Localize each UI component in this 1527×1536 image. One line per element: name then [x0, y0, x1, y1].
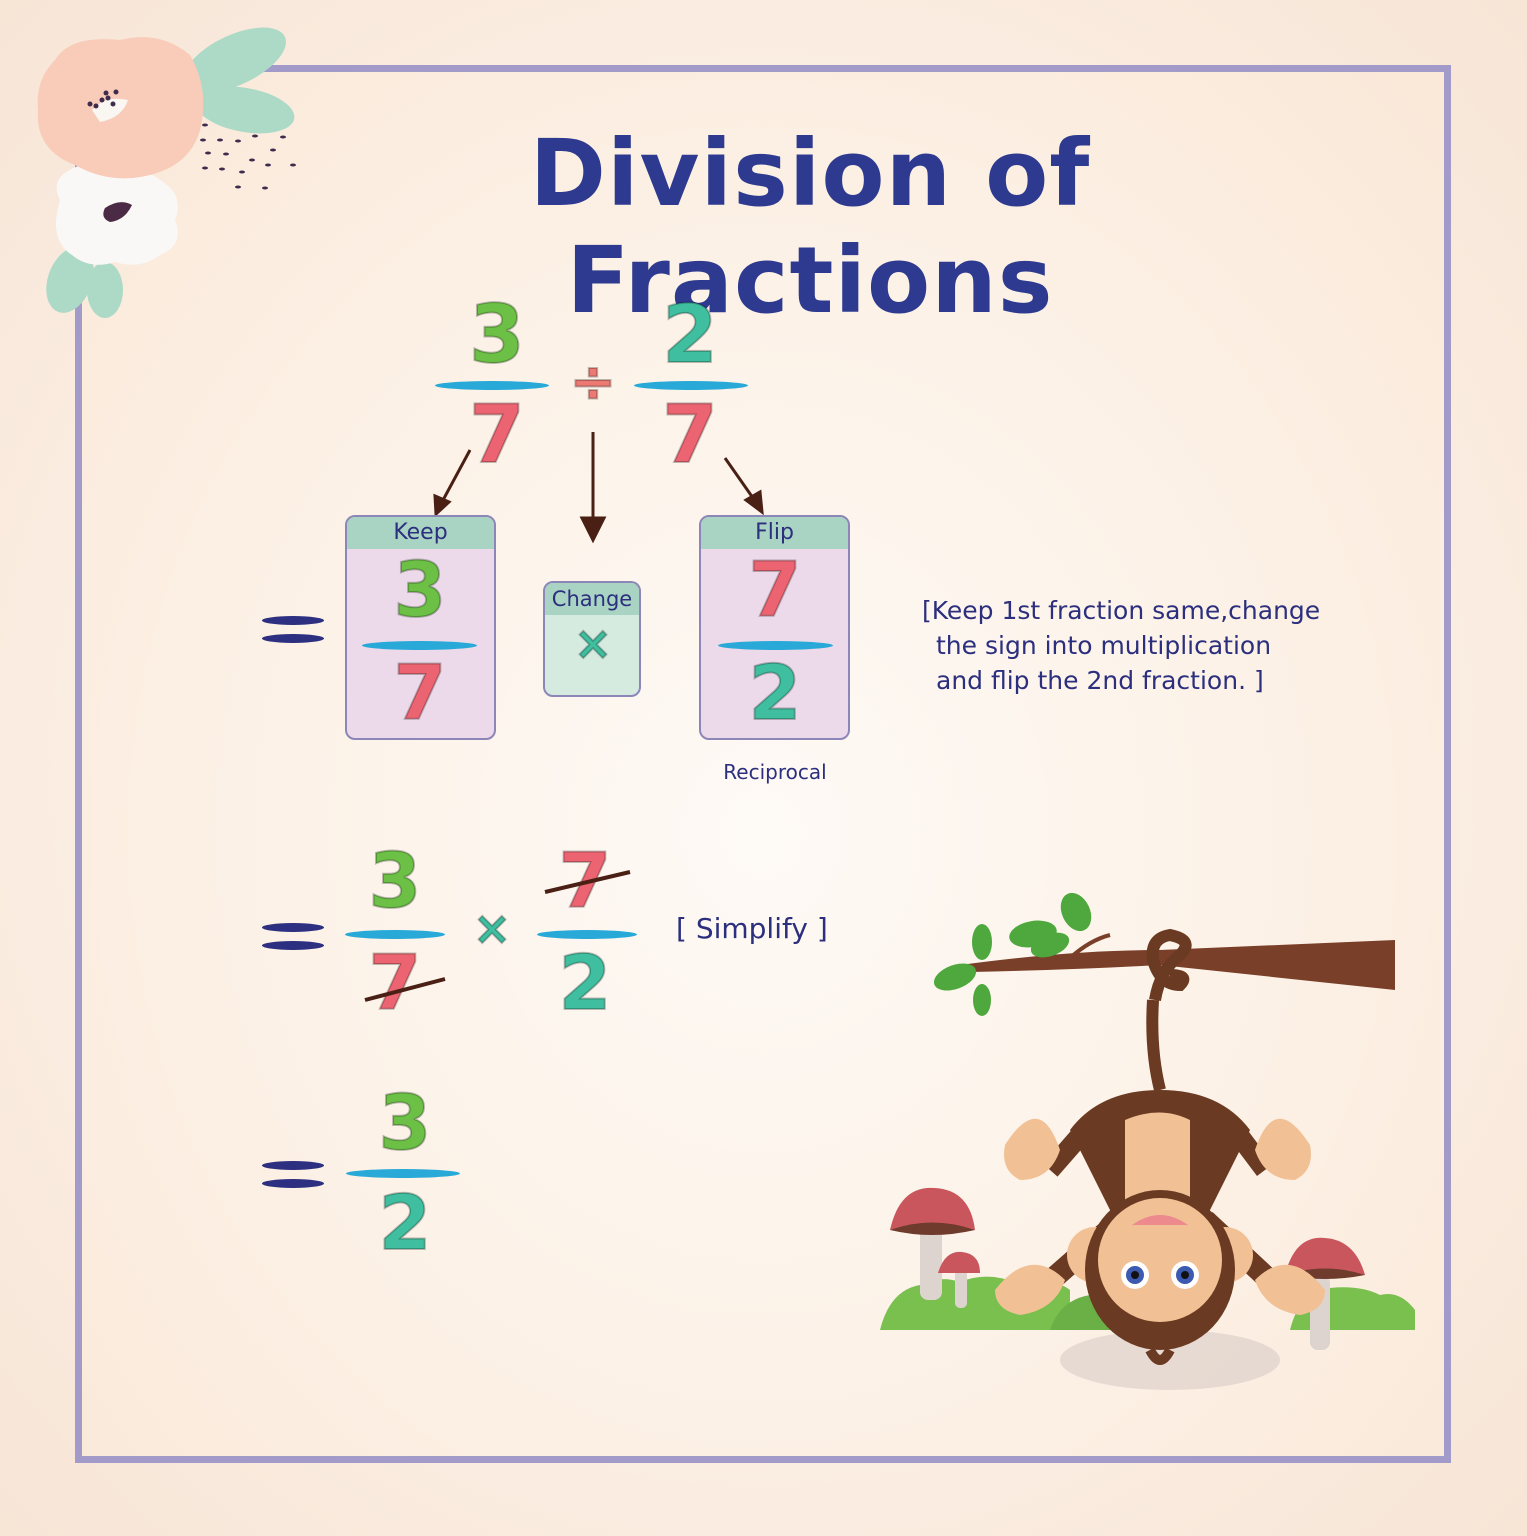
step2-denominator-1: 7	[368, 938, 423, 1027]
problem-numerator-1: 3	[468, 288, 526, 381]
problem-numerator-2: 2	[661, 288, 719, 381]
result-denominator: 2	[378, 1178, 433, 1267]
keep-denominator: 7	[393, 648, 448, 737]
simplify-note: [ Simplify ]	[676, 912, 828, 945]
flower-cluster-icon	[37, 27, 296, 318]
step2-numerator-2: 7	[558, 836, 613, 925]
result-numerator: 3	[378, 1078, 433, 1167]
page-title: Division of Fractions	[529, 120, 1091, 334]
tree-branch-icon	[933, 892, 1395, 1016]
fraction-bar	[435, 381, 549, 390]
fraction-bar	[634, 381, 748, 390]
flip-box: Flip	[699, 515, 850, 740]
mushroom-icon	[890, 1187, 980, 1308]
fraction-bar	[346, 1169, 460, 1178]
keep-label: Keep	[347, 517, 494, 549]
cross-out-line	[544, 870, 631, 894]
change-box: Change	[543, 581, 641, 697]
note-line: [Keep 1st fraction same,change	[922, 596, 1321, 625]
keep-box: Keep	[345, 515, 496, 740]
multiply-sign-icon: ×	[573, 616, 614, 670]
arrow-change-icon	[579, 516, 607, 544]
cross-out-line	[364, 977, 446, 1002]
equals-sign-icon	[262, 923, 324, 959]
reciprocal-caption: Reciprocal	[723, 760, 827, 784]
note-line: and flip the 2nd fraction. ]	[936, 666, 1264, 695]
keep-change-flip-note: [Keep 1st fraction same,change the sign …	[922, 593, 1362, 698]
note-line: the sign into multiplication	[936, 631, 1272, 660]
step2-denominator-2: 2	[558, 938, 613, 1027]
hanging-monkey-illustration	[880, 892, 1415, 1390]
equals-sign-icon	[262, 616, 324, 652]
flip-denominator: 2	[748, 648, 803, 737]
equals-sign-icon	[262, 1161, 324, 1197]
fraction-bar	[537, 930, 637, 939]
arrow-keep-icon	[433, 493, 452, 518]
flip-numerator: 7	[748, 545, 803, 634]
arrow-flip-icon	[743, 489, 764, 516]
change-label: Change	[545, 583, 639, 615]
divide-sign-icon: ÷	[569, 350, 618, 415]
problem-denominator-1: 7	[468, 388, 526, 481]
fraction-bar	[345, 930, 445, 939]
arrows-diagram	[433, 432, 764, 544]
multiply-sign-icon: ×	[472, 901, 513, 955]
fraction-bar	[718, 641, 833, 650]
flip-label: Flip	[701, 517, 848, 549]
problem-denominator-2: 7	[661, 388, 719, 481]
keep-numerator: 3	[393, 545, 448, 634]
step2-numerator-1: 3	[368, 836, 423, 925]
fraction-bar	[362, 641, 477, 650]
